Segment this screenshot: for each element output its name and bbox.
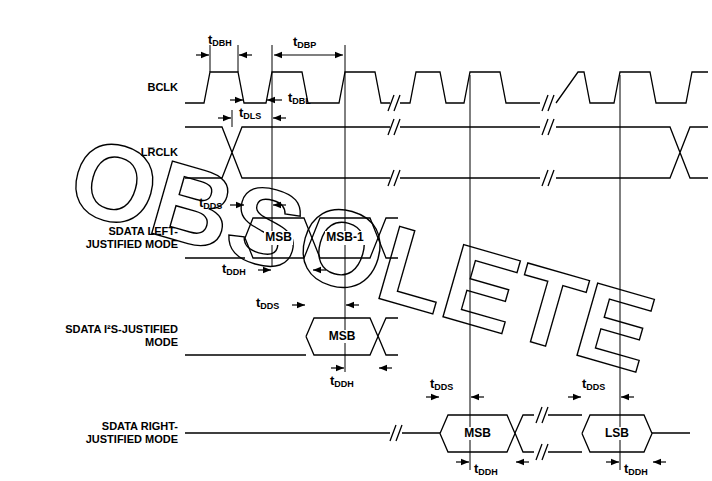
- timing-parameter: tDBP: [293, 35, 316, 50]
- hexagon-path: [440, 415, 515, 452]
- data-label: MSB-1: [325, 231, 364, 244]
- timing-arrow: [621, 396, 634, 397]
- timing-parameter: tDDS: [256, 296, 279, 311]
- data-label: MSB: [328, 330, 357, 343]
- timing-arrow: [196, 54, 209, 55]
- data-cell: MSB: [306, 318, 378, 355]
- data-label: LSB: [604, 427, 630, 440]
- timing-arrow: [218, 117, 231, 118]
- bclk-wave: [185, 72, 708, 103]
- timing-arrow: [239, 54, 252, 55]
- timing-parameter: tDDS: [430, 377, 453, 392]
- timing-parameter: tDLS: [239, 106, 261, 121]
- hexagon-path: [582, 415, 652, 452]
- timing-parameter: tDDH: [330, 374, 354, 389]
- timing-arrow: [273, 117, 286, 118]
- symbol: t: [330, 373, 334, 388]
- symbol: t: [288, 90, 292, 105]
- timing-arrow: [653, 461, 666, 462]
- subscript: DBP: [297, 40, 316, 50]
- symbol: t: [239, 105, 243, 120]
- timing-arrow: [516, 461, 529, 462]
- symbol: t: [582, 376, 586, 391]
- subscript: DDS: [434, 382, 453, 392]
- timing-arrow: [456, 461, 469, 462]
- hexagon-path: [312, 218, 378, 258]
- timing-parameter: tDDH: [474, 462, 498, 477]
- timing-arrow: [379, 367, 392, 368]
- timing-arrow: [267, 99, 282, 100]
- subscript: DDH: [334, 379, 354, 389]
- data-cell: MSB: [440, 415, 515, 452]
- subscript: DBL: [292, 96, 311, 106]
- data-cell: LSB: [582, 415, 652, 452]
- subscript: DLS: [243, 111, 261, 121]
- subscript: DBH: [212, 38, 232, 48]
- subscript: DDH: [478, 467, 498, 477]
- timing-parameter: tDDH: [624, 462, 648, 477]
- hexagon-path: [306, 318, 378, 355]
- signal-name: SDATA RIGHT-JUSTIFIED MODE: [62, 420, 178, 445]
- symbol: t: [256, 295, 260, 310]
- data-cell: MSB-1: [312, 218, 378, 258]
- symbol: t: [430, 376, 434, 391]
- timing-parameter: tDBH: [208, 33, 232, 48]
- sdata-i2s-wave: [185, 318, 398, 355]
- timing-arrow: [292, 304, 305, 305]
- timing-arrow: [230, 99, 243, 100]
- symbol: t: [624, 461, 628, 476]
- timing-parameter: tDBL: [288, 91, 311, 106]
- timing-arrow: [606, 461, 619, 462]
- timing-arrow: [274, 54, 308, 55]
- timing-arrow: [471, 396, 484, 397]
- timing-arrow: [308, 54, 343, 55]
- signal-name: SDATA I²S-JUSTIFIED MODE: [62, 323, 178, 348]
- sdata-right-wave: [185, 415, 690, 452]
- subscript: DDS: [260, 301, 279, 311]
- hexagon-path: [245, 218, 312, 258]
- signal-name: BCLK: [62, 81, 178, 94]
- watermark: OBSOLETE: [59, 120, 666, 390]
- data-label: MSB: [264, 231, 293, 244]
- symbol: t: [293, 34, 297, 49]
- data-label: MSB: [463, 427, 492, 440]
- timing-arrow: [568, 396, 581, 397]
- subscript: DDH: [628, 467, 648, 477]
- timing-arrow: [331, 367, 344, 368]
- timing-arrow: [426, 396, 439, 397]
- symbol: t: [208, 32, 212, 47]
- data-cell: MSB: [245, 218, 312, 258]
- subscript: DDS: [586, 382, 605, 392]
- symbol: t: [474, 461, 478, 476]
